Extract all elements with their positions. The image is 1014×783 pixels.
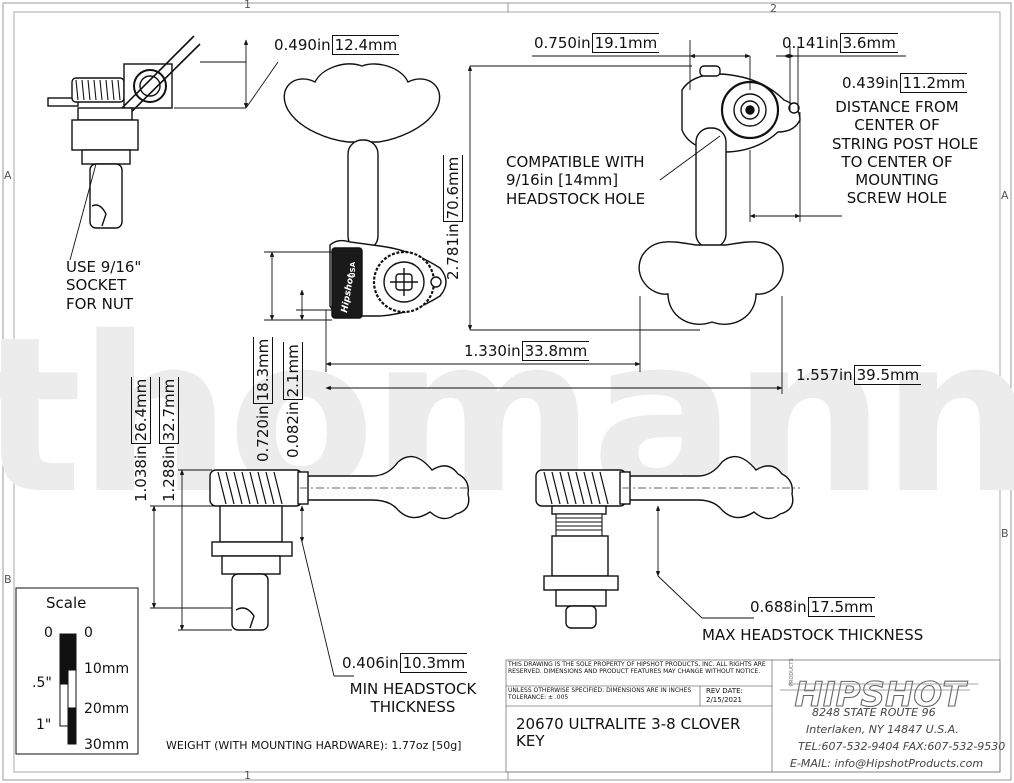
tolerance-note: UNLESS OTHERWISE SPECIFIED: DIMENSIONS A… <box>508 687 692 701</box>
rev-date-label: REV DATE: <box>706 687 743 695</box>
side-view-min <box>209 455 470 631</box>
weight-note: WEIGHT (WITH MOUNTING HARDWARE): 1.77oz … <box>166 739 462 752</box>
rev-date-value: 2/15/2021 <box>706 696 742 704</box>
dimension-lines <box>69 39 906 677</box>
svg-text:HIPSHOT: HIPSHOT <box>794 675 968 715</box>
side-view-small <box>47 35 201 229</box>
scale-right-20: 20mm <box>84 701 130 717</box>
scale-right-10: 10mm <box>84 661 130 677</box>
dim-1288: 1.288in32.7mm <box>159 376 179 502</box>
zone-right-a: A <box>1001 189 1009 202</box>
zone-bottom-1: 1 <box>244 769 251 782</box>
scale-right-0: 0 <box>84 625 93 641</box>
hipshot-logo-graphic: HIPSHOT <box>780 674 978 716</box>
legal-notice: THIS DRAWING IS THE SOLE PROPERTY OF HIP… <box>508 661 766 675</box>
scale-left-1: 1" <box>36 717 52 733</box>
scale-title: Scale <box>46 594 87 612</box>
dim-0720: 0.720in18.3mm <box>253 336 273 462</box>
dim-1038: 1.038in26.4mm <box>131 376 151 502</box>
title-block-frame <box>505 659 1001 773</box>
watermark-text: thomann <box>0 290 1014 541</box>
brand-tag: PRODUCTS <box>789 658 795 686</box>
zone-left-b: B <box>4 573 12 586</box>
scale-right-30: 30mm <box>84 737 130 753</box>
scale-graphic <box>15 587 139 755</box>
zone-top-1: 1 <box>244 0 251 11</box>
part-title: 20670 ULTRALITE 3-8 CLOVER KEY <box>516 715 741 751</box>
zone-top-2: 2 <box>770 2 777 15</box>
zone-left-a: A <box>4 169 12 182</box>
note-max-thickness: MAX HEADSTOCK THICKNESS <box>702 626 924 644</box>
scale-left-half: .5" <box>32 675 52 691</box>
part-usa-mark: USA <box>349 261 357 278</box>
company-address: 8248 STATE ROUTE 96 Interlaken, NY 14847… <box>790 706 1006 771</box>
front-view-key <box>283 63 447 319</box>
rear-view-key <box>638 65 801 325</box>
zone-right-b: B <box>1001 527 1009 540</box>
scale-left-0: 0 <box>44 625 53 641</box>
dim-2781: 2.781in70.6mm <box>443 154 463 280</box>
dim-0082: 0.082in2.1mm <box>283 342 303 458</box>
